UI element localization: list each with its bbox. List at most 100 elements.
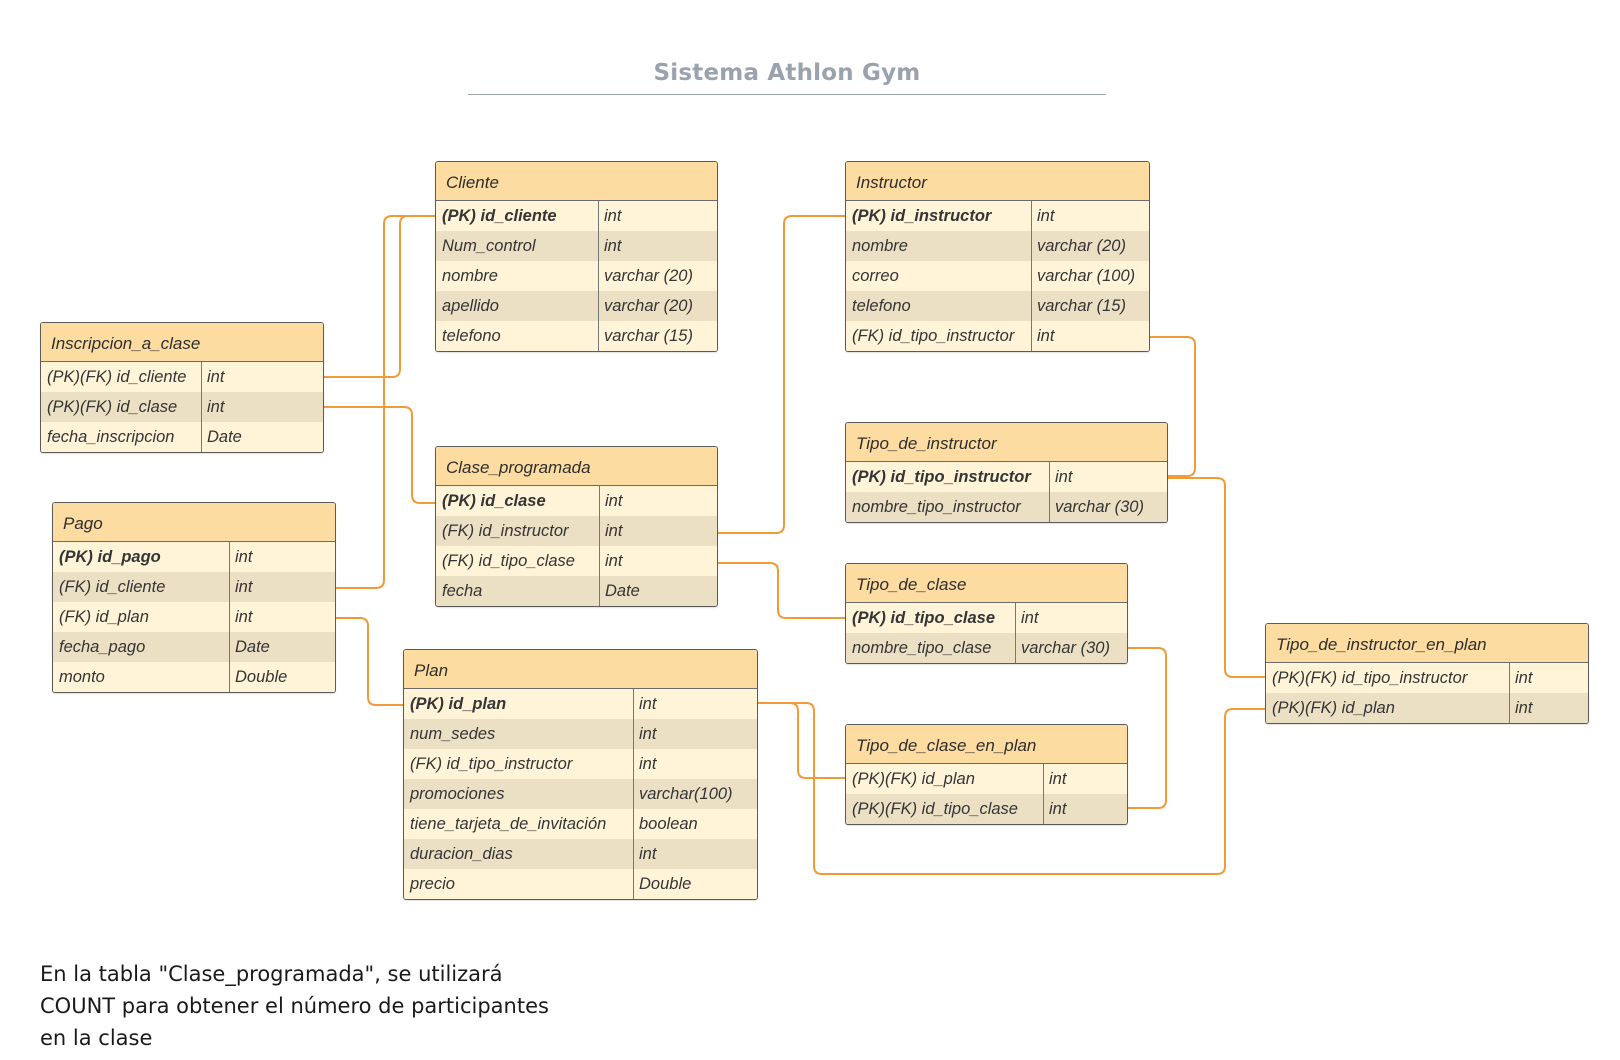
field-name: telefono (436, 321, 599, 351)
field-name: tiene_tarjeta_de_invitación (404, 809, 634, 839)
field-type: varchar (20) (1037, 237, 1126, 255)
field-name: nombre (436, 261, 599, 291)
field-type: int (639, 755, 657, 773)
field-name: (FK) id_tipo_instructor (404, 749, 634, 779)
table-row: nombre varchar (20) (846, 231, 1149, 261)
field-type: int (639, 695, 657, 713)
field-type: int (207, 398, 225, 416)
connector-clase-tipo-clase (716, 562, 846, 619)
field-name: correo (846, 261, 1032, 291)
entity-instructor-header: Instructor (846, 162, 1149, 201)
field-type: int (1049, 800, 1067, 818)
field-name: (PK) id_plan (404, 689, 634, 719)
field-name: nombre_tipo_clase (846, 633, 1016, 663)
diagram-note: En la tabla "Clase_programada", se utili… (40, 958, 600, 1054)
field-type: Date (605, 582, 640, 600)
entity-tipo-de-clase-en-plan-header: Tipo_de_clase_en_plan (846, 725, 1127, 764)
field-type: int (605, 492, 623, 510)
field-type: int (1037, 327, 1055, 345)
entity-cliente-header: Cliente (436, 162, 717, 201)
field-name: (FK) id_plan (53, 602, 230, 632)
table-row: fecha_inscripcion Date (41, 422, 323, 452)
field-type: int (639, 725, 657, 743)
field-type: boolean (639, 815, 698, 833)
field-type: varchar(100) (639, 785, 733, 803)
entity-tipo-de-instructor-en-plan[interactable]: Tipo_de_instructor_en_plan (PK)(FK) id_t… (1265, 623, 1589, 724)
field-name: (FK) id_tipo_instructor (846, 321, 1032, 351)
connector-pago-cliente (334, 215, 436, 589)
field-name: (PK)(FK) id_tipo_clase (846, 794, 1044, 824)
field-type: int (1515, 669, 1533, 687)
field-name: (FK) id_instructor (436, 516, 600, 546)
field-name: nombre (846, 231, 1032, 261)
field-name: promociones (404, 779, 634, 809)
field-name: (PK) id_pago (53, 542, 230, 572)
table-row: promociones varchar(100) (404, 779, 757, 809)
table-row: duracion_dias int (404, 839, 757, 869)
entity-tipo-de-instructor[interactable]: Tipo_de_instructor (PK) id_tipo_instruct… (845, 422, 1168, 523)
entity-inscripcion-a-clase-header: Inscripcion_a_clase (41, 323, 323, 362)
table-row: (PK) id_clase int (436, 486, 717, 516)
field-name: (FK) id_cliente (53, 572, 230, 602)
field-type: varchar (20) (604, 297, 693, 315)
table-row: fecha Date (436, 576, 717, 606)
table-row: (PK)(FK) id_tipo_clase int (846, 794, 1127, 824)
connector-instructor-tipo-instructor (1148, 336, 1196, 477)
field-type: int (207, 368, 225, 386)
entity-tipo-de-instructor-en-plan-header: Tipo_de_instructor_en_plan (1266, 624, 1588, 663)
field-type: int (605, 552, 623, 570)
field-name: precio (404, 869, 634, 899)
table-row: nombre varchar (20) (436, 261, 717, 291)
diagram-title: Sistema Athlon Gym (653, 60, 921, 86)
connector-tipo-clase-en-plan-tipo-clase (1126, 647, 1167, 809)
field-name: fecha_pago (53, 632, 230, 662)
field-name: fecha_inscripcion (41, 422, 202, 452)
field-name: (PK) id_clase (436, 486, 600, 516)
field-name: nombre_tipo_instructor (846, 492, 1050, 522)
table-row: (FK) id_tipo_instructor int (846, 321, 1149, 351)
field-type: varchar (100) (1037, 267, 1136, 285)
field-type: int (639, 845, 657, 863)
field-name: duracion_dias (404, 839, 634, 869)
field-name: (FK) id_tipo_clase (436, 546, 600, 576)
field-name: (PK) id_cliente (436, 201, 599, 231)
entity-pago-header: Pago (53, 503, 335, 542)
entity-tipo-de-clase-header: Tipo_de_clase (846, 564, 1127, 603)
connector-clase-instructor (716, 215, 846, 534)
field-type: varchar (20) (604, 267, 693, 285)
field-name: (PK) id_instructor (846, 201, 1032, 231)
connector-plan-tipo-clase-en-plan (756, 702, 846, 779)
field-name: fecha (436, 576, 600, 606)
field-type: int (1049, 770, 1067, 788)
field-name: (PK)(FK) id_tipo_instructor (1266, 663, 1510, 693)
note-line: COUNT para obtener el número de particip… (40, 994, 549, 1018)
note-line: En la tabla "Clase_programada", se utili… (40, 962, 503, 986)
field-type: int (1021, 609, 1039, 627)
field-type: Date (207, 428, 242, 446)
entity-plan-header: Plan (404, 650, 757, 689)
